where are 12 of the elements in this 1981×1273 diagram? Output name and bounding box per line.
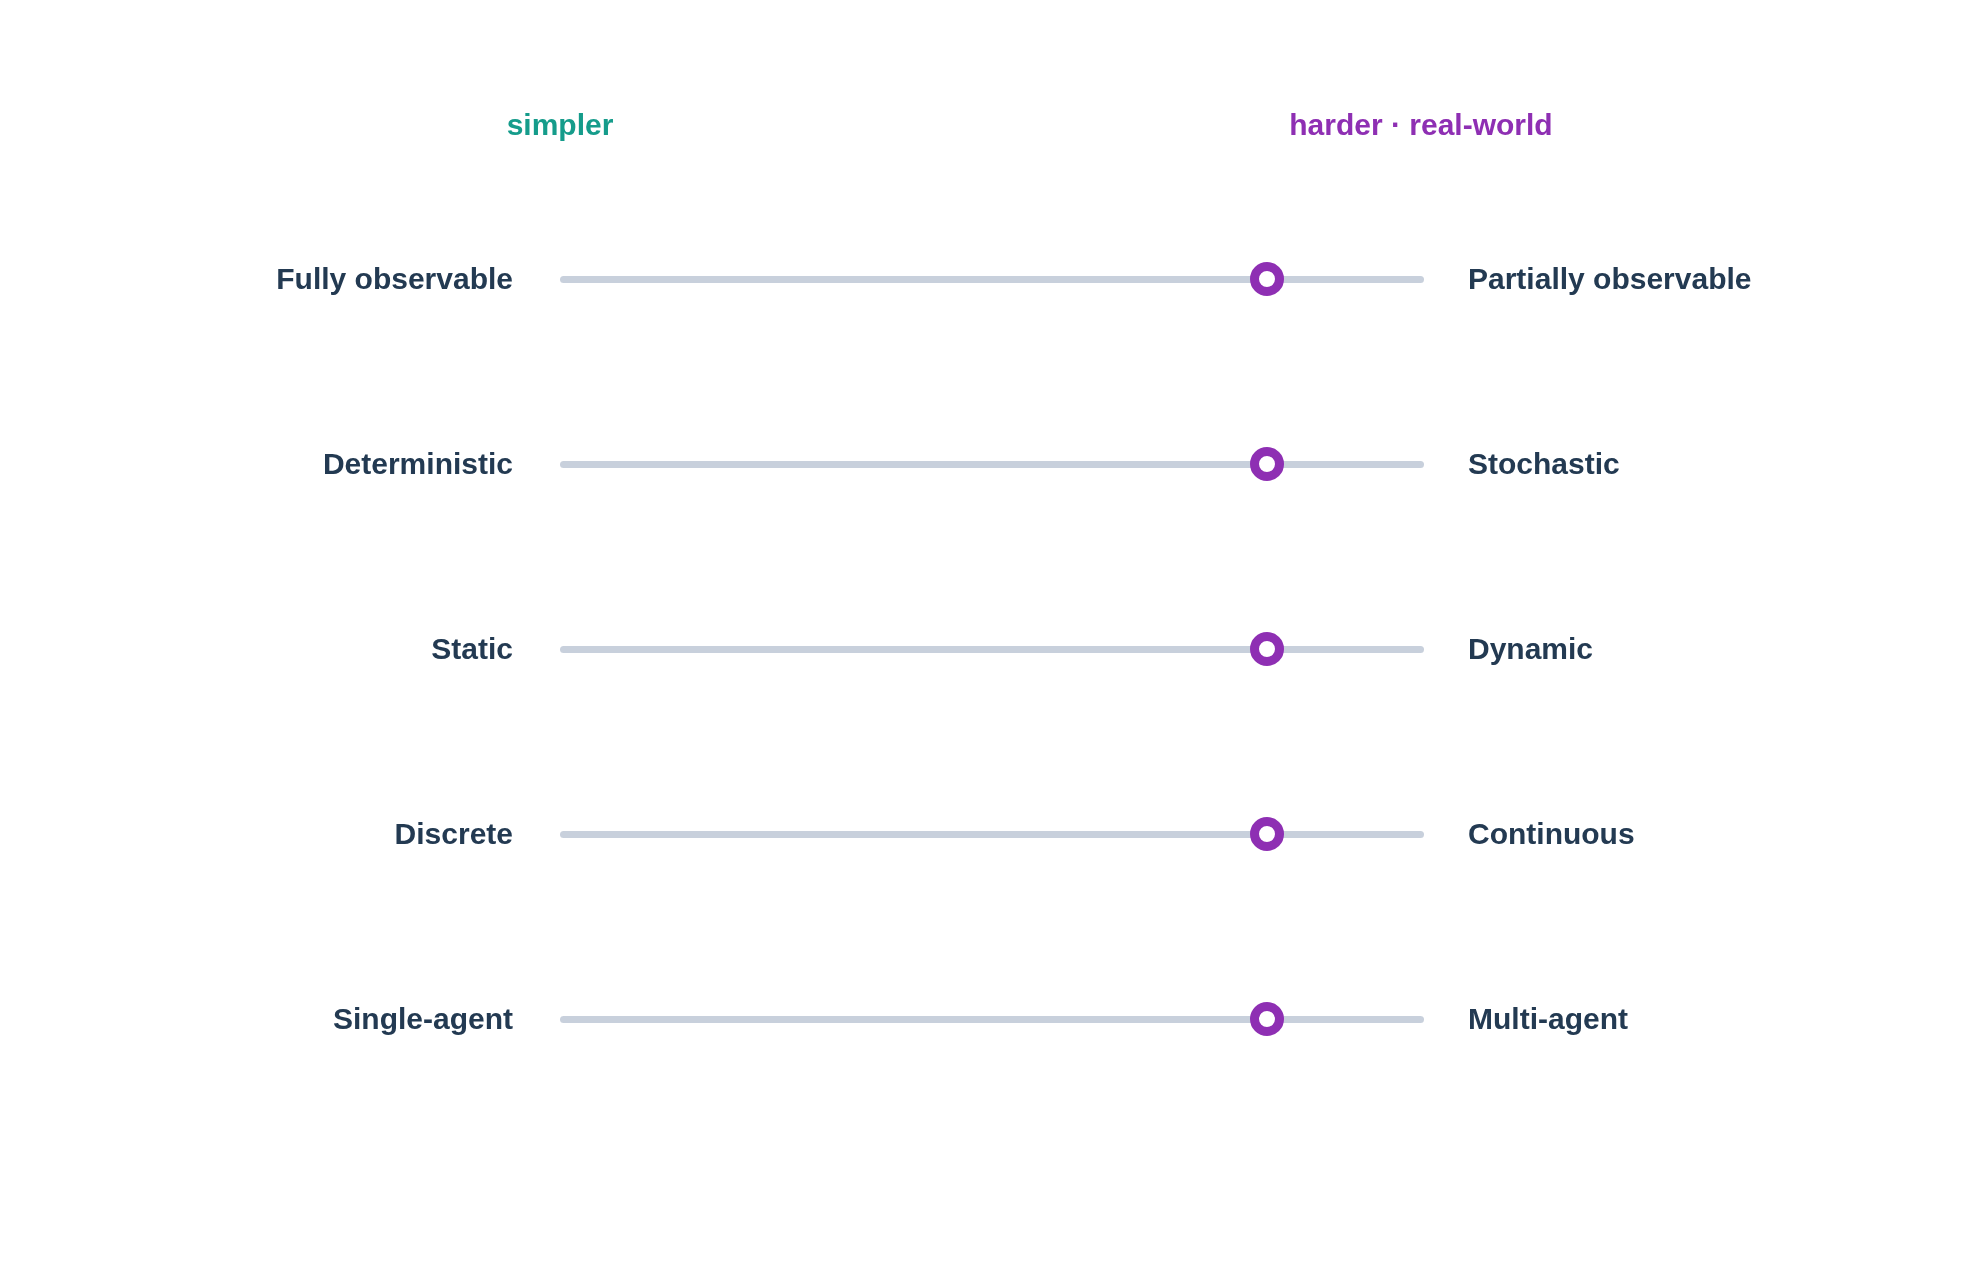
scale-end-label: Discrete xyxy=(393,816,513,852)
scale-end-label: Static xyxy=(430,631,513,667)
scale-end-label: Deterministic xyxy=(321,446,513,482)
column-heading: simpler xyxy=(505,107,615,143)
scale-end-label: Dynamic xyxy=(1468,631,1595,667)
scale-end-label: Partially observable xyxy=(1468,261,1753,297)
scale-end-label: Multi-agent xyxy=(1468,1001,1629,1037)
scale-end-label: Continuous xyxy=(1468,816,1636,852)
scale-end-label: Fully observable xyxy=(275,261,513,297)
column-heading: harder · real-world xyxy=(1288,107,1554,143)
scale-end-label: Single-agent xyxy=(332,1001,513,1037)
scale-end-label: Stochastic xyxy=(1468,446,1621,482)
